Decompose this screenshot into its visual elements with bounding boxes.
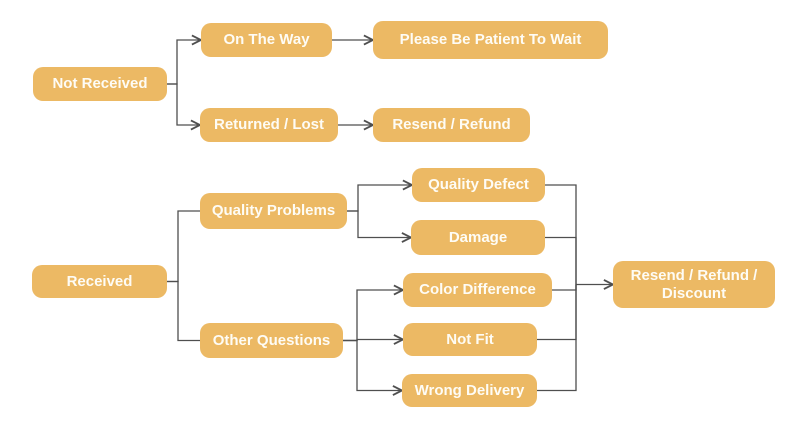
node-other-questions: Other Questions bbox=[200, 323, 343, 358]
node-not-received: Not Received bbox=[33, 67, 167, 101]
node-quality-problems: Quality Problems bbox=[200, 193, 347, 229]
node-damage: Damage bbox=[411, 220, 545, 255]
node-quality-defect: Quality Defect bbox=[412, 168, 545, 202]
node-received: Received bbox=[32, 265, 167, 298]
node-color-difference: Color Difference bbox=[403, 273, 552, 307]
node-on-the-way: On The Way bbox=[201, 23, 332, 57]
node-resend-refund-discount: Resend / Refund / Discount bbox=[613, 261, 775, 308]
node-not-fit: Not Fit bbox=[403, 323, 537, 356]
node-returned-lost: Returned / Lost bbox=[200, 108, 338, 142]
node-wrong-delivery: Wrong Delivery bbox=[402, 374, 537, 407]
node-resend-refund: Resend / Refund bbox=[373, 108, 530, 142]
node-please-be-patient: Please Be Patient To Wait bbox=[373, 21, 608, 59]
